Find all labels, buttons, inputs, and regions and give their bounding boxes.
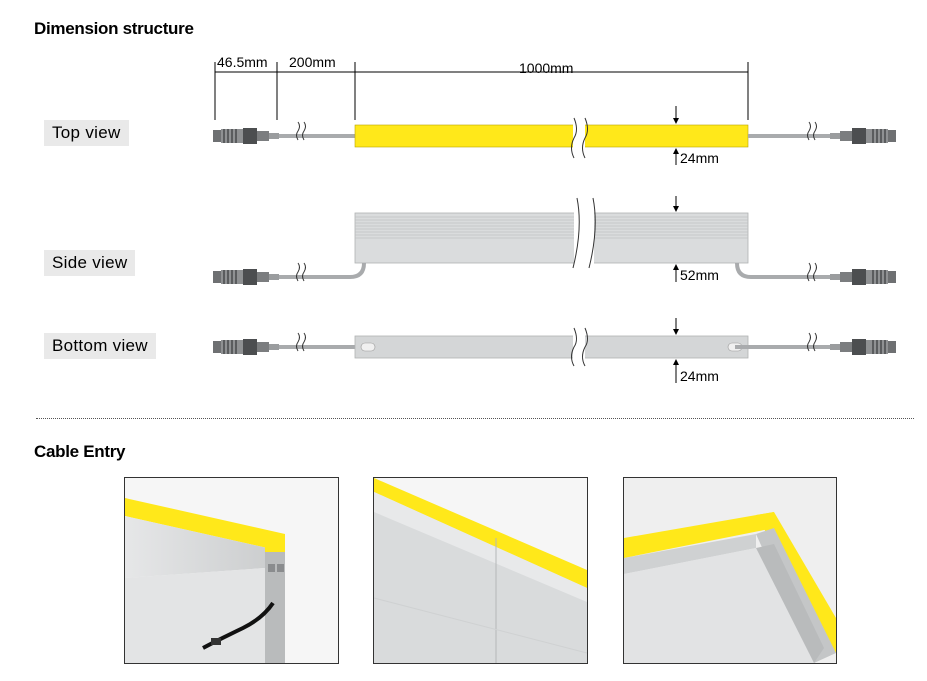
cable-entry-photo-joint xyxy=(373,477,588,664)
section-divider xyxy=(36,418,914,419)
side-view-label: Side view xyxy=(44,250,136,276)
dim-connector-length: 46.5mm xyxy=(217,54,268,70)
cable-entry-photo-end xyxy=(124,477,339,664)
top-view-label: Top view xyxy=(44,120,129,146)
dim-side-height: 52mm xyxy=(680,267,719,283)
dim-bottom-width: 24mm xyxy=(680,368,719,384)
bottom-view-drawing xyxy=(213,318,896,383)
cable-entry-photo-corner xyxy=(623,477,837,664)
dim-body-length: 1000mm xyxy=(519,60,573,76)
dim-cable-length: 200mm xyxy=(289,54,336,70)
top-view-drawing xyxy=(213,106,896,165)
dimension-structure-heading: Dimension structure xyxy=(34,19,194,38)
dim-top-width: 24mm xyxy=(680,150,719,166)
side-view-drawing xyxy=(213,196,896,285)
bottom-view-label: Bottom view xyxy=(44,333,156,359)
cable-entry-heading: Cable Entry xyxy=(34,442,126,461)
dimension-drawing: 46.5mm 200mm 1000mm 24mm xyxy=(213,54,896,384)
